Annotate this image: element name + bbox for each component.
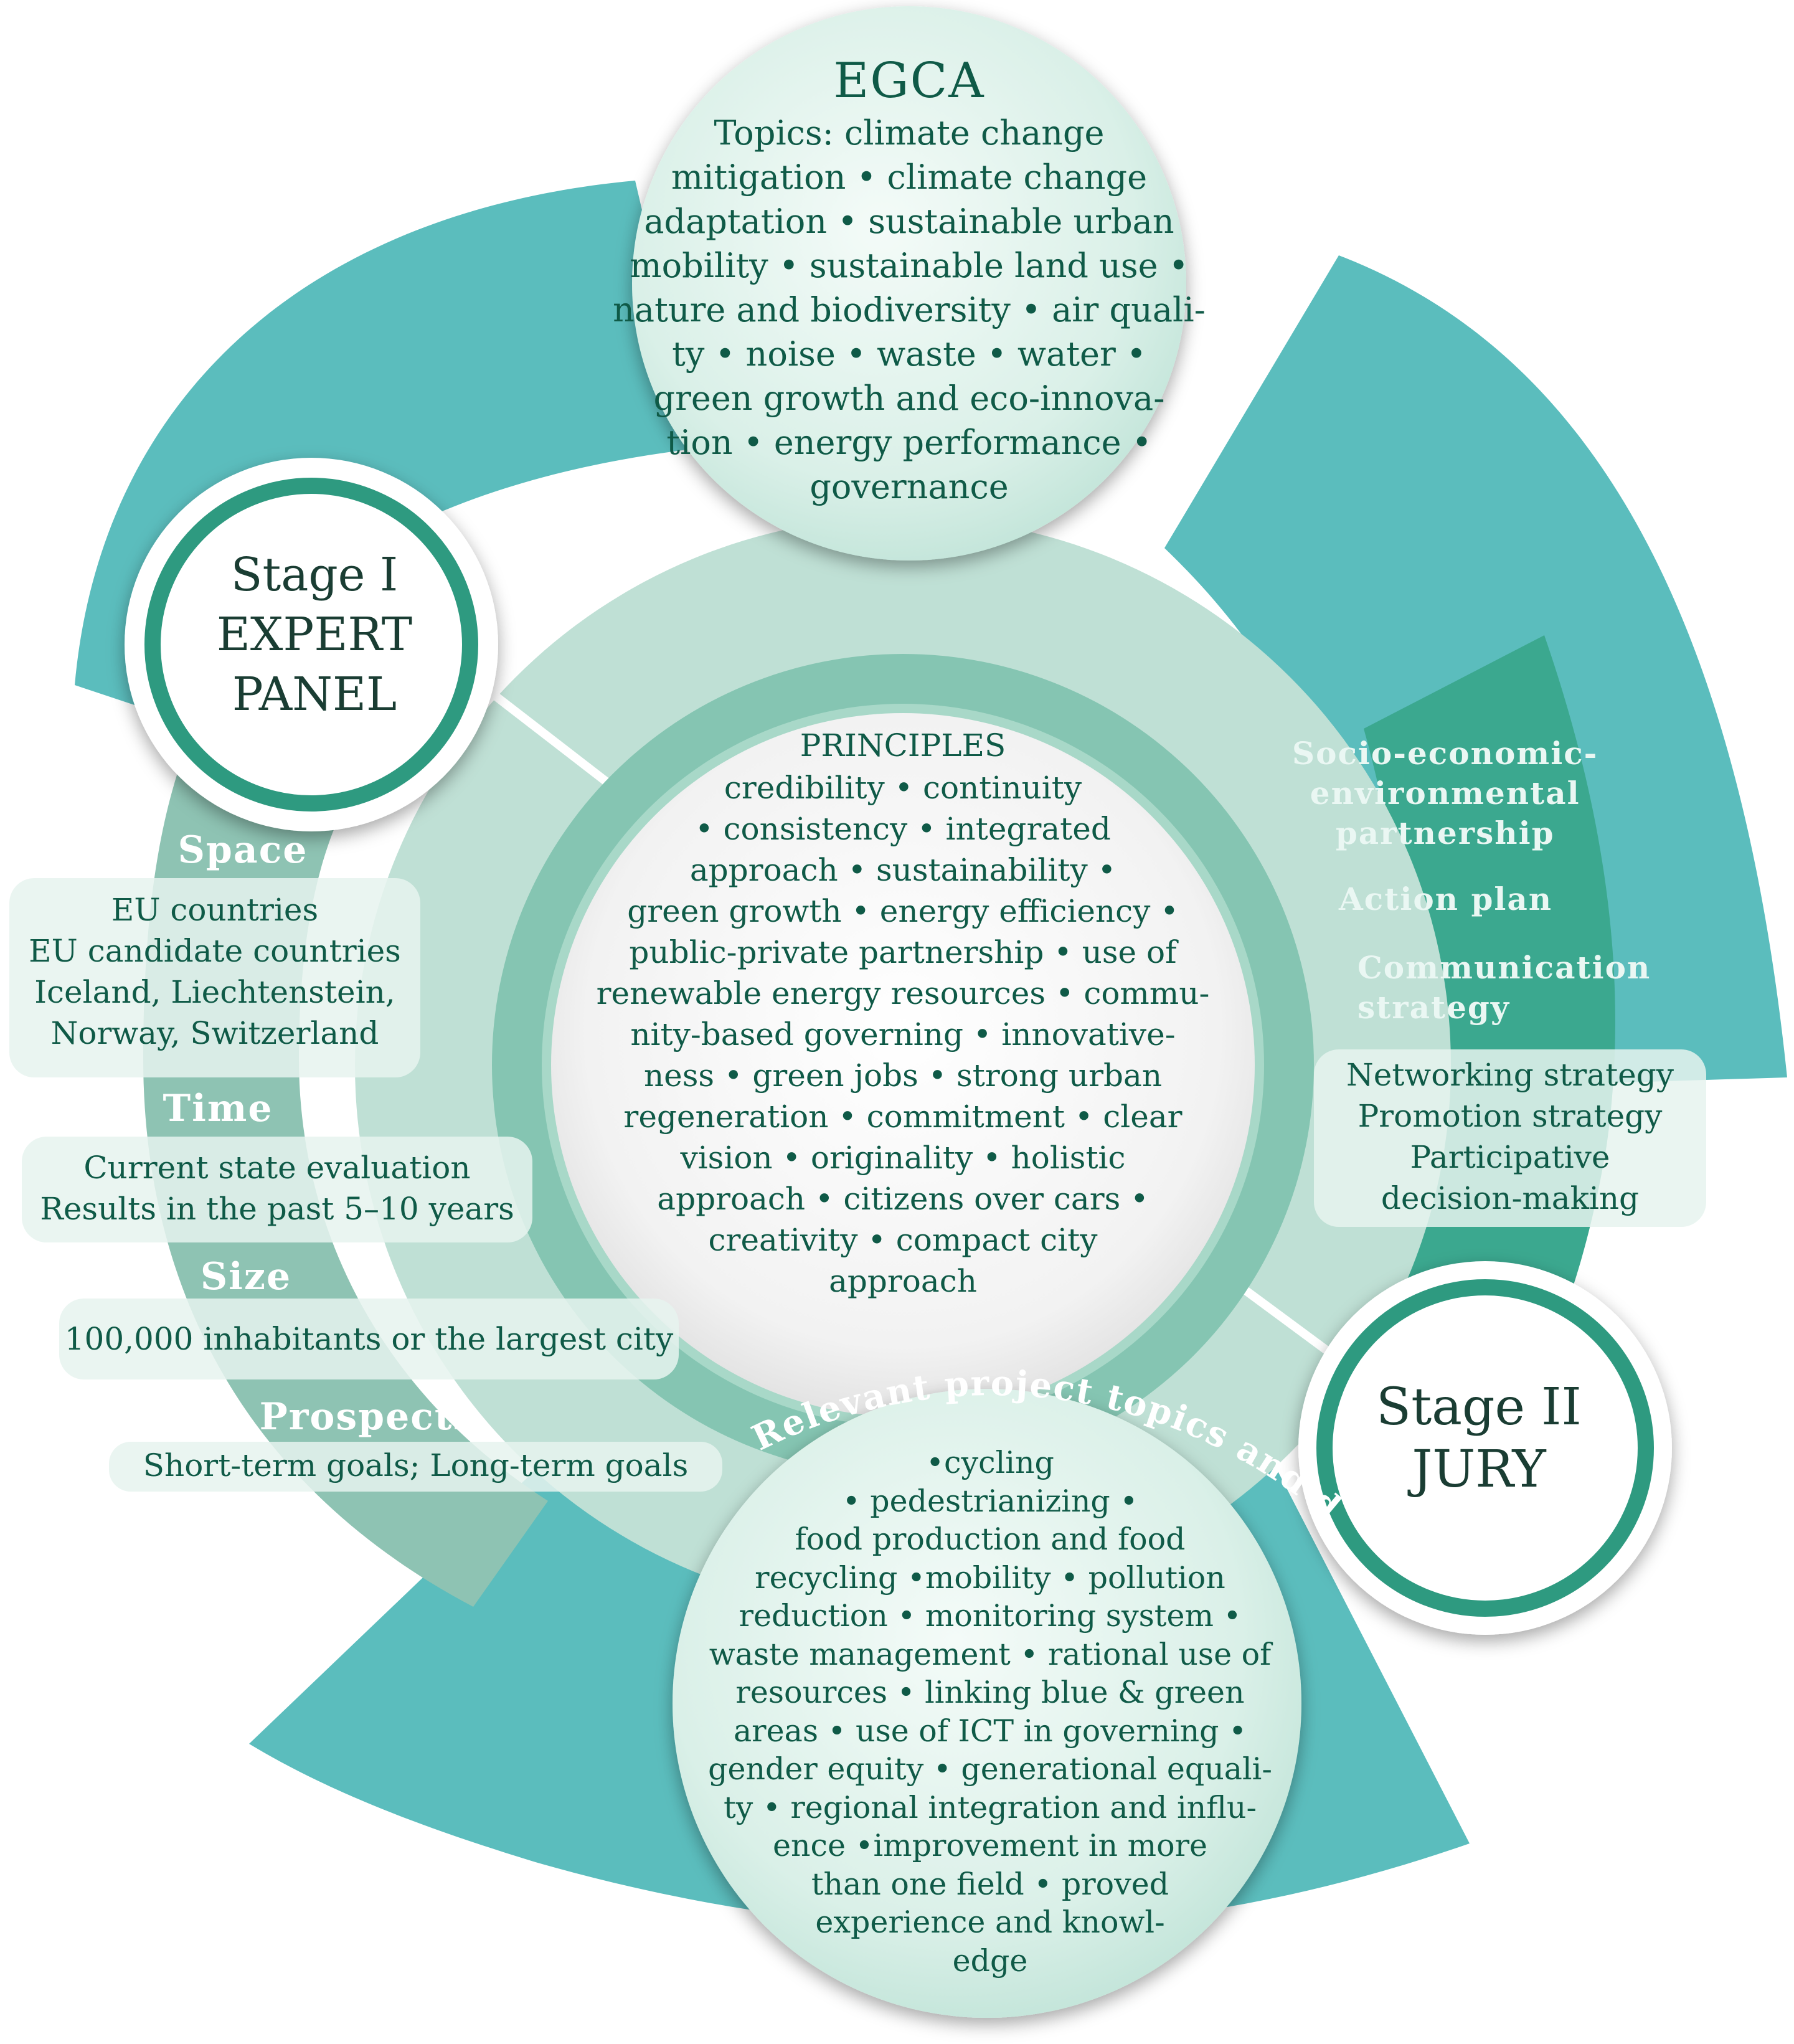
principles-list-line: creativity • compact city bbox=[708, 1222, 1098, 1258]
principles-title: PRINCIPLES bbox=[800, 727, 1006, 764]
egca-topics-line: mitigation • climate change bbox=[671, 158, 1148, 197]
stage1-label-line: Stage I bbox=[230, 548, 399, 602]
project-topics-list-line: experience and knowl- bbox=[815, 1904, 1165, 1940]
principles-list-line: green growth • energy efficiency • bbox=[627, 893, 1179, 929]
project-topics-list-line: ty • regional integration and influ- bbox=[723, 1789, 1257, 1825]
socio-economic-item-line: environmental bbox=[1310, 775, 1580, 811]
egca-topics-line: ty • noise • waste • water • bbox=[672, 334, 1146, 374]
prospects-list: Short-term goals; Long-term goals bbox=[109, 1445, 722, 1486]
egca-topics: Topics: climate change mitigation • clima… bbox=[598, 111, 1220, 509]
principles-list-line: vision • originality • holistic bbox=[680, 1140, 1126, 1176]
egca-bubble bbox=[632, 6, 1186, 561]
principles-list-line: renewable energy resources • commu- bbox=[596, 975, 1210, 1011]
project-topics-list-line: food production and food bbox=[795, 1521, 1186, 1557]
egca-topics-line: Topics: climate change bbox=[714, 113, 1105, 153]
stage1-ring bbox=[144, 478, 478, 811]
space-heading: Space bbox=[177, 828, 308, 872]
strategy-list-line: Participative bbox=[1410, 1139, 1610, 1175]
prospects-list-line: Short-term goals; Long-term goals bbox=[143, 1447, 689, 1483]
communication-item-line: strategy bbox=[1357, 989, 1510, 1026]
size-box bbox=[59, 1299, 679, 1379]
principles-list-line: • consistency • integrated bbox=[695, 811, 1111, 847]
time-list-line: Current state evaluation bbox=[83, 1150, 471, 1186]
project-topics-list-line: edge bbox=[952, 1942, 1028, 1979]
prospects-heading: Prospects bbox=[259, 1395, 476, 1439]
stage2-label-line: JURY bbox=[1412, 1440, 1546, 1499]
egca-topics-line: adaptation • sustainable urban bbox=[644, 202, 1174, 241]
stage2-label-line: Stage II bbox=[1376, 1378, 1582, 1437]
egca-topics-line: governance bbox=[810, 467, 1009, 506]
stage1-label-line: PANEL bbox=[232, 668, 397, 721]
action-plan-item: Action plan bbox=[1339, 881, 1553, 917]
project-topics-list: •cycling• pedestrianizing •food producti… bbox=[629, 1444, 1351, 1980]
principles-list-line: public-private partnership • use of bbox=[629, 934, 1177, 970]
time-list-line: Results in the past 5–10 years bbox=[40, 1191, 514, 1227]
project-topics-list-line: resources • linking blue & green bbox=[735, 1675, 1245, 1710]
time-heading: Time bbox=[163, 1087, 273, 1130]
principles-list-line: approach • sustainability • bbox=[689, 852, 1117, 888]
principles-list-line: regeneration • commitment • clear bbox=[623, 1099, 1183, 1135]
space-list-line: EU candidate countries bbox=[29, 933, 401, 969]
strategy-list-line: Promotion strategy bbox=[1357, 1098, 1663, 1134]
egca-title: EGCA bbox=[833, 53, 985, 109]
project-topics-list-line: than one field • proved bbox=[811, 1866, 1169, 1902]
project-topics-list-line: areas • use of ICT in governing • bbox=[733, 1713, 1247, 1749]
project-bubble bbox=[673, 1389, 1301, 2018]
egca-topics-line: mobility • sustainable land use • bbox=[630, 246, 1189, 285]
time-box bbox=[22, 1137, 532, 1242]
space-list-line: Norway, Switzerland bbox=[50, 1015, 379, 1051]
project-topics-list-line: waste management • rational use of bbox=[709, 1636, 1272, 1672]
strategy-list-line: Networking strategy bbox=[1346, 1057, 1674, 1093]
socio-economic-item-line: Socio-economic- bbox=[1292, 735, 1598, 772]
size-list: 100,000 inhabitants or the largest city bbox=[59, 1318, 679, 1360]
space-list-line: EU countries bbox=[111, 892, 319, 928]
size-heading: Size bbox=[200, 1255, 292, 1299]
stage2-ring bbox=[1316, 1279, 1654, 1617]
strategy-list-line: decision-making bbox=[1381, 1180, 1640, 1216]
principles-list-line: approach bbox=[829, 1263, 977, 1299]
principles-list-line: credibility • continuity bbox=[724, 770, 1082, 806]
principles-list-line: ness • green jobs • strong urban bbox=[643, 1057, 1163, 1094]
egca-topics-line: nature and biodiversity • air quali- bbox=[613, 290, 1206, 329]
principles-list-line: nity-based governing • innovative- bbox=[630, 1016, 1176, 1053]
project-topics-list-line: recycling •mobility • pollution bbox=[755, 1559, 1225, 1596]
size-list-line: 100,000 inhabitants or the largest city bbox=[64, 1321, 674, 1357]
project-topics-list-line: reduction • monitoring system • bbox=[739, 1598, 1242, 1634]
stage1-label-line: EXPERT bbox=[216, 608, 413, 661]
communication-item-line: Communication bbox=[1357, 949, 1651, 986]
project-topics-list-line: ence •improvement in more bbox=[772, 1828, 1208, 1863]
principles-list: credibility • continuity • consistency • … bbox=[554, 767, 1252, 1302]
space-list-line: Iceland, Liechtenstein, bbox=[34, 974, 395, 1010]
egca-topics-line: tion • energy performance • bbox=[666, 423, 1152, 462]
project-topics-list-line: • pedestrianizing • bbox=[842, 1483, 1138, 1519]
principles-disc bbox=[551, 713, 1255, 1417]
principles-list-line: approach • citizens over cars • bbox=[657, 1181, 1149, 1217]
prospects-box bbox=[109, 1442, 722, 1492]
socio-economic-item-line: partnership bbox=[1335, 815, 1555, 851]
egca-topics-line: green growth and eco-innova- bbox=[653, 379, 1165, 418]
strategy-box bbox=[1314, 1049, 1706, 1227]
space-box bbox=[9, 878, 420, 1077]
project-topics-list-line: •cycling bbox=[926, 1445, 1054, 1480]
socio-economic-item: Socio-economic-environmental partnership bbox=[1292, 734, 1598, 853]
stage1-label: Stage I EXPERT PANEL bbox=[128, 545, 501, 724]
project-topics-list-line: gender equity • generational equali- bbox=[708, 1751, 1272, 1787]
connector-stage1 bbox=[470, 675, 613, 788]
